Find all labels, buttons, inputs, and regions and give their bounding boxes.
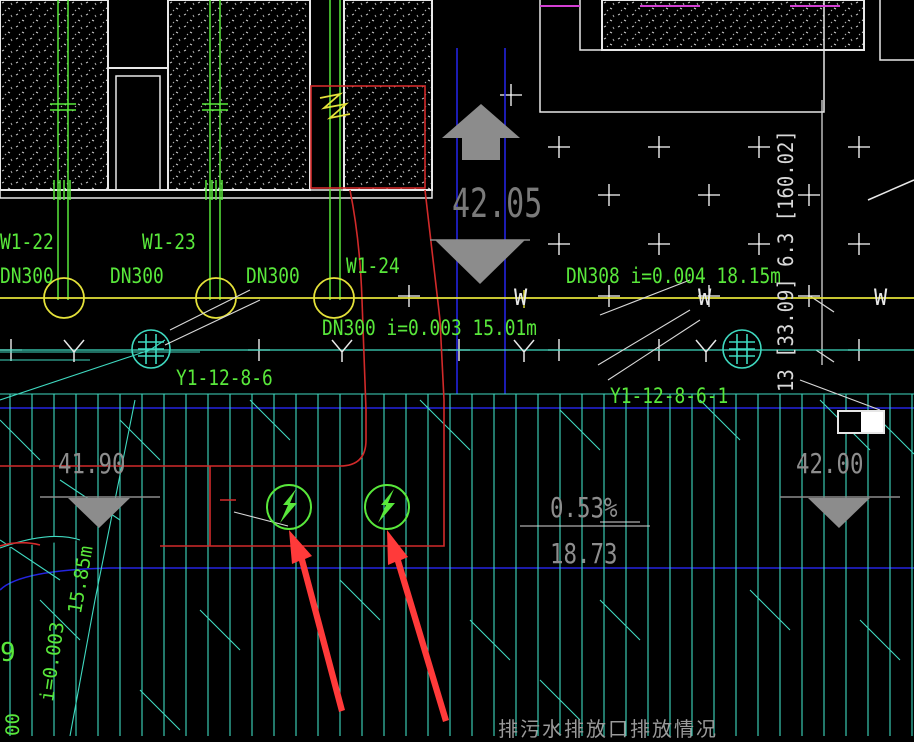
leader-lines (164, 279, 881, 527)
down-arrow-icon-right (808, 498, 870, 528)
elevation-arrows (68, 104, 870, 528)
label-w1-23: W1-23 (142, 230, 196, 254)
label-y1-left: Y1-12-8-6 (176, 366, 273, 390)
building-hatch (0, 0, 914, 201)
label-dn300-b: DN300 (246, 264, 300, 288)
dimension-line (809, 100, 835, 365)
label-dn300-a: DN300 (110, 264, 164, 288)
elevation-center: 42.05 (452, 181, 543, 227)
slope-length: 18.73 (550, 537, 618, 570)
yellow-pipe (0, 92, 914, 319)
down-arrow-icon-left (68, 498, 130, 528)
elevation-right: 42.00 (796, 447, 864, 480)
down-arrow-icon (435, 240, 525, 284)
label-segment-main: DN300 i=0.003 15.01m (322, 316, 537, 340)
label-w1-22: W1-22 (0, 230, 54, 254)
label-segment-right: DN308 i=0.004 18.15m (566, 264, 781, 288)
bottom-text: 排污水排放口排放情况 (498, 717, 718, 741)
toggle-switch[interactable] (837, 410, 885, 434)
lightning-icon (280, 489, 297, 523)
lightning-icon-2 (378, 489, 395, 523)
elevation-left: 41.90 (58, 447, 126, 480)
side-dimension: 13 [33.09] 6.3 [160.02] (774, 130, 798, 392)
blue-lines (0, 48, 914, 591)
toggle-knob (861, 412, 883, 432)
w-marker-2: W (698, 286, 712, 311)
left-pipe-partial-b: 00 (2, 713, 24, 736)
green-risers (50, 0, 341, 300)
red-lines (0, 85, 445, 547)
red-annotation-arrows (289, 530, 449, 722)
label-y1-right: Y1-12-8-6-1 (610, 384, 729, 408)
cyan-manholes (131, 329, 762, 369)
left-pipe-partial-a: 9 (0, 638, 16, 668)
w-marker-3: W (874, 286, 888, 311)
label-dn300-left: DN300 (0, 264, 54, 288)
up-arrow-icon (442, 104, 520, 160)
cyan-hatch (0, 339, 914, 736)
slope-percent: 0.53% (550, 491, 618, 524)
y-markers (63, 339, 717, 362)
w-marker-1: W (514, 286, 528, 311)
lightning-symbols (266, 484, 410, 530)
label-w1-24: W1-24 (346, 254, 400, 278)
